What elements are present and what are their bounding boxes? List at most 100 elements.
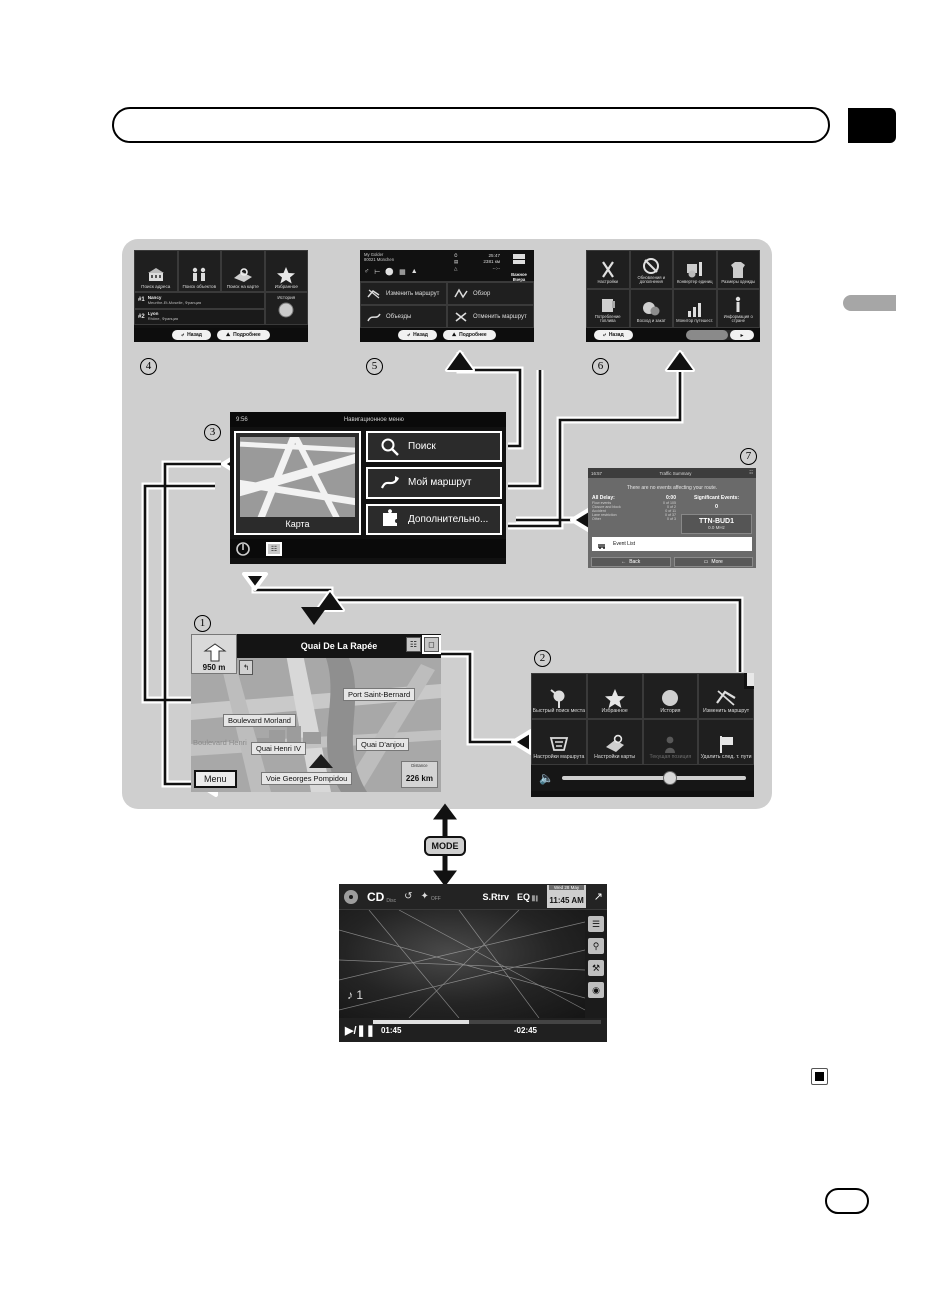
- tile-label: Избранное: [601, 708, 628, 715]
- shuffle-icon[interactable]: ✦: [420, 891, 429, 902]
- more-button[interactable]: ▭More: [673, 557, 753, 567]
- tile-updates[interactable]: Обновления и дополнения: [629, 250, 673, 289]
- recent-row-2[interactable]: #2 Lyon Rhône, Франция: [134, 308, 308, 325]
- tile-label: Обзор: [473, 290, 491, 297]
- tile-label: Конвертер единиц: [676, 279, 713, 285]
- tile-map-settings[interactable]: Настройки карты: [586, 719, 643, 765]
- speaker-icon[interactable]: 🔈: [539, 771, 554, 785]
- seek-bar[interactable]: [373, 1020, 601, 1024]
- tile-settings[interactable]: Настройки: [586, 250, 630, 289]
- photo-icon[interactable]: ◉: [588, 982, 604, 998]
- tile-history[interactable]: История: [264, 292, 308, 325]
- marker-5: 5: [366, 358, 383, 375]
- back-button[interactable]: ⤶Назад: [172, 330, 211, 340]
- recent-rank: #2: [138, 313, 145, 320]
- repeat-group[interactable]: ↺: [404, 891, 412, 902]
- back-button[interactable]: ←Back: [591, 557, 671, 567]
- back-button[interactable]: ⤶Назад: [594, 330, 633, 340]
- back-button[interactable]: ⤶Назад: [398, 330, 437, 340]
- eq-bars-icon: ▊▌: [532, 895, 540, 902]
- tile-current-position[interactable]: Текущая позиция: [642, 719, 699, 765]
- back-label: Назад: [608, 332, 624, 338]
- traffic-title: Traffic Summary: [659, 470, 692, 476]
- source-group[interactable]: CD Disc: [367, 890, 396, 904]
- nav-button-search[interactable]: Поиск: [366, 431, 502, 463]
- tile-route-settings[interactable]: Настройки маршрута: [531, 719, 587, 765]
- expand-arrow-icon[interactable]: ↗: [593, 891, 603, 903]
- significant-events-block: Significant Events: 0 TTN-BUD1 0.0 MHz: [681, 495, 752, 534]
- map-card-button[interactable]: Карта: [234, 431, 361, 535]
- list-icon[interactable]: ☰: [588, 916, 604, 932]
- map-menu-button[interactable]: Menu: [194, 770, 237, 788]
- tile-trip-monitor[interactable]: Монитор путешест.: [673, 289, 717, 328]
- tools-icon[interactable]: ⚒: [588, 960, 604, 976]
- more-icon: ⛰: [225, 332, 231, 338]
- panel-navigation-menu[interactable]: 9:56 Навигационное меню Карта Поиск: [230, 412, 506, 564]
- tile-fuel[interactable]: Потребление топлива: [586, 289, 630, 328]
- volume-slider[interactable]: [561, 771, 746, 785]
- eta-label: Важное: [511, 272, 527, 277]
- play-pause-button[interactable]: ▶/❚❚: [345, 1024, 375, 1037]
- page-slider[interactable]: ▸: [686, 330, 754, 340]
- tile-overview[interactable]: Обзор: [447, 282, 534, 305]
- header-title: Навигационное меню: [343, 416, 404, 423]
- nav-menu-buttons: Поиск Мой маршрут Дополнительно...: [366, 431, 502, 535]
- srtrv-group[interactable]: S.Rtrv: [482, 892, 509, 902]
- slider-knob[interactable]: [686, 330, 728, 340]
- tile-country-info[interactable]: Информация о стране: [716, 289, 760, 328]
- panel-more-menu[interactable]: Настройки Обновления и дополнения Конвер…: [586, 250, 760, 342]
- next-page-button[interactable]: ❯: [744, 673, 754, 689]
- tile-sunrise-sunset[interactable]: Восход и закат: [629, 289, 673, 328]
- tile-clothing-size[interactable]: Размеры одежды: [716, 250, 760, 289]
- recent-row-1[interactable]: #1 Nancy Meurthe-Et-Moselle, Франция: [134, 292, 308, 309]
- search-icon[interactable]: ⚲: [588, 938, 604, 954]
- tile-map-search[interactable]: Поиск на карте: [221, 250, 265, 292]
- recent-item[interactable]: #1 Nancy Meurthe-Et-Moselle, Франция: [134, 292, 265, 309]
- mode-button[interactable]: MODE: [424, 836, 466, 856]
- nav-menu-body: Карта Поиск Мой маршрут Дополнительно...: [230, 427, 506, 539]
- panel-my-route[interactable]: My Golder 80021 München ♂ ⊢ ⚪ ▦ ▲ ⏱25:47…: [360, 250, 534, 342]
- unit-converter-icon: [686, 262, 702, 278]
- country-info-icon: [736, 296, 741, 312]
- tile-favorites[interactable]: Избранное: [264, 250, 308, 292]
- tile-history[interactable]: История: [642, 673, 699, 719]
- recent-item[interactable]: #2 Lyon Rhône, Франция: [134, 308, 265, 325]
- event-list-button[interactable]: Event List: [592, 537, 752, 551]
- marker-7: 7: [740, 448, 757, 465]
- repeat-icon[interactable]: ↺: [404, 891, 413, 902]
- tile-poi-search[interactable]: Поиск объектов: [177, 250, 221, 292]
- panel-map-screen[interactable]: Quai De La Rapée ☷ ◻ 950 m ↰ Port Saint-…: [191, 634, 441, 792]
- map-search-icon: [233, 268, 252, 282]
- tile-favorites[interactable]: Избранное: [586, 673, 643, 719]
- tile-cancel-route[interactable]: Отменить маршрут: [447, 305, 534, 328]
- tile-label: Избранное: [274, 284, 298, 289]
- panel-search-menu[interactable]: Поиск адреса Поиск объектов Поиск на кар…: [134, 250, 308, 342]
- volume-knob[interactable]: [663, 771, 678, 785]
- more-button[interactable]: ⛰Подробнее: [442, 330, 496, 340]
- tile-address-search[interactable]: Поиск адреса: [134, 250, 178, 292]
- recent-detail: Meurthe-Et-Moselle, Франция: [147, 299, 202, 305]
- tile-edit-route[interactable]: Изменить маршрут: [360, 282, 447, 305]
- next-page-button[interactable]: ▸: [730, 330, 754, 340]
- tile-delete-next-waypoint[interactable]: Удалить след. т. пути: [698, 719, 754, 765]
- traffic-icon[interactable]: ☷: [406, 637, 421, 652]
- more-button[interactable]: ⛰Подробнее: [216, 330, 270, 340]
- nav-button-more[interactable]: Дополнительно...: [366, 503, 502, 535]
- media-player-screen[interactable]: CD Disc ↺ ✦ OFF S.Rtrv EQ ▊▌ Wed 28 May …: [339, 884, 607, 1042]
- volume-control[interactable]: 🔈: [531, 765, 754, 791]
- radio-station-box[interactable]: TTN-BUD1 0.0 MHz: [681, 514, 752, 534]
- srtrv-label: S.Rtrv: [482, 891, 509, 902]
- nav-button-my-route[interactable]: Мой маршрут: [366, 467, 502, 499]
- map-view-icon[interactable]: ◻: [422, 635, 441, 654]
- tile-quick-poi[interactable]: Быстрый поиск места: [531, 673, 587, 719]
- panel-quick-menu[interactable]: Быстрый поиск места Избранное История Из…: [531, 673, 754, 797]
- tile-detour[interactable]: Объезды: [360, 305, 447, 328]
- pedestrian-icon: ♂: [364, 267, 370, 275]
- shuffle-group[interactable]: ✦ OFF: [420, 891, 440, 902]
- recent-name: Lyon: [147, 311, 159, 317]
- tile-unit-converter[interactable]: Конвертер единиц: [673, 250, 717, 289]
- traffic-icon[interactable]: ☷: [266, 541, 282, 556]
- panel-traffic-summary[interactable]: 16:57 Traffic Summary ☷ There are no eve…: [588, 468, 756, 568]
- eq-group[interactable]: EQ ▊▌: [517, 892, 539, 902]
